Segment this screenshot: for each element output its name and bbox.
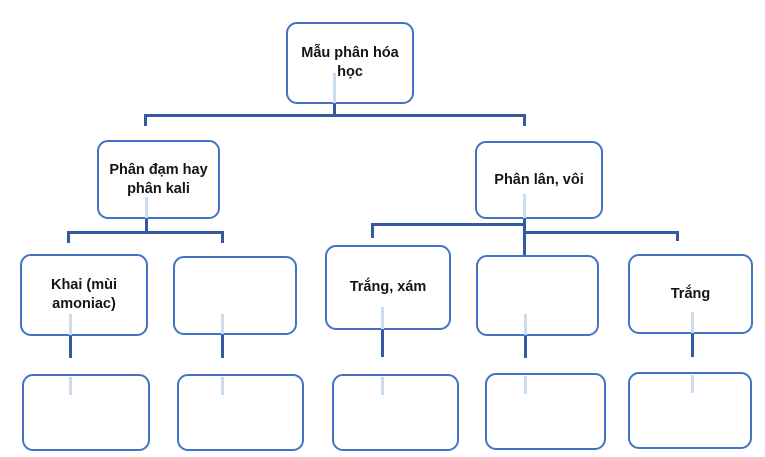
connector-lanvoi-drop	[523, 219, 526, 255]
faint-stub-3c	[381, 307, 384, 329]
faint-stub-3d	[524, 314, 527, 335]
node-label: Khai (mùi amoniac)	[50, 277, 118, 312]
connector-lanvoi-bar-left	[371, 223, 526, 226]
connector-lanvoi-stub-trangxam	[371, 223, 374, 238]
connector-damkali-stub-left	[67, 231, 70, 243]
faint-stub-lanvoi	[523, 194, 526, 218]
faint-stub-4e	[691, 375, 694, 393]
connector-col5-drop	[691, 334, 694, 357]
faint-stub-4c	[381, 377, 384, 395]
faint-stub-damkali	[145, 197, 148, 218]
connector-damkali-drop	[145, 219, 148, 233]
faint-stub-3b	[221, 314, 224, 334]
node-empty-4c	[332, 374, 459, 451]
node-label: Trắng	[670, 285, 711, 302]
node-empty-4b	[177, 374, 304, 451]
faint-stub-root	[333, 73, 336, 103]
connector-col1-drop	[69, 336, 72, 358]
connector-col3-drop	[381, 330, 384, 357]
connector-lanvoi-bar-right	[523, 231, 679, 234]
node-label: Phân lân, vôi	[494, 171, 584, 188]
node-phan-dam-kali: Phân đạm hay phân kali	[97, 140, 220, 219]
node-empty-3b	[173, 256, 297, 335]
node-label: Mẫu phân hóa học	[301, 45, 399, 80]
faint-stub-3a	[69, 314, 72, 335]
node-phan-lan-voi: Phân lân, vôi	[475, 141, 603, 219]
node-empty-3d	[476, 255, 599, 336]
node-empty-4a	[22, 374, 150, 451]
faint-stub-4d	[524, 376, 527, 394]
faint-stub-4a	[69, 377, 72, 395]
faint-stub-3e	[691, 312, 694, 333]
connector-col2-drop	[221, 335, 224, 358]
connector-root-drop	[333, 104, 336, 117]
connector-root-stub-right	[523, 114, 526, 126]
node-empty-4e	[628, 372, 752, 449]
node-label: Trắng, xám	[349, 279, 427, 296]
connector-lanvoi-stub-trang	[676, 231, 679, 241]
connector-root-stub-left	[144, 114, 147, 126]
node-empty-4d	[485, 373, 606, 450]
connector-col4-drop	[524, 336, 527, 358]
connector-root-bar	[144, 114, 526, 117]
node-trang-xam: Trắng, xám	[325, 245, 451, 330]
faint-stub-4b	[221, 377, 224, 395]
node-khai-mui-amoniac: Khai (mùi amoniac)	[20, 254, 148, 336]
connector-damkali-bar	[67, 231, 224, 234]
node-trang: Trắng	[628, 254, 753, 334]
connector-damkali-stub-right	[221, 231, 224, 243]
node-mau-phan-hoa-hoc: Mẫu phân hóa học	[286, 22, 414, 104]
node-label: Phân đạm hay phân kali	[109, 161, 208, 197]
